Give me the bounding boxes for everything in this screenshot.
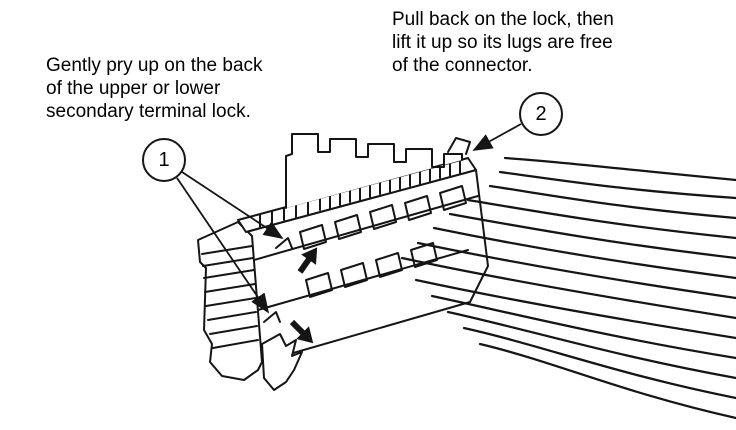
wire — [448, 212, 736, 260]
wire — [466, 198, 736, 240]
lower-lock-tab — [261, 333, 303, 391]
terminal-cavity — [299, 224, 327, 250]
lock-bar-ribs — [259, 160, 461, 228]
wire — [430, 294, 736, 360]
wire — [414, 278, 736, 340]
wire — [503, 156, 736, 182]
wire — [478, 342, 736, 420]
lock-lug — [447, 137, 471, 155]
pry-arrows — [289, 247, 318, 344]
wire — [416, 241, 736, 300]
instruction-right: Pull back on the lock, then lift it up s… — [392, 9, 614, 76]
terminal-cavity — [439, 185, 467, 211]
wire — [432, 226, 736, 280]
callout-2-number: 2 — [535, 102, 547, 125]
wire — [462, 326, 736, 400]
terminal-row-line — [253, 195, 479, 261]
wire — [446, 310, 736, 380]
end-cap-ribs — [201, 245, 259, 349]
callout-1-leader-lower — [176, 177, 270, 314]
pry-arrow-down-icon — [289, 319, 314, 344]
wire — [400, 256, 736, 320]
terminal-cavity — [334, 214, 362, 240]
terminal-cavity — [404, 195, 432, 221]
terminal-row-line — [257, 249, 469, 311]
connector-end-cap — [197, 221, 263, 381]
callout-1-leader-upper — [181, 171, 284, 239]
wire — [498, 170, 736, 200]
terminal-cavity — [375, 252, 403, 278]
instruction-left: Gently pry up on the back of the upper o… — [46, 55, 263, 122]
terminal-cavity — [369, 204, 397, 230]
top-lock-tabs — [285, 133, 463, 209]
pry-arrow-up-icon — [297, 247, 318, 274]
callout-2-leader — [472, 123, 522, 151]
callout-2: 2 — [519, 92, 563, 136]
connector-body — [197, 133, 489, 391]
callout-leaders — [176, 123, 522, 314]
wire-harness — [400, 156, 736, 420]
terminal-cavity — [305, 272, 333, 298]
callout-1: 1 — [142, 138, 186, 182]
callout-1-number: 1 — [158, 148, 170, 171]
terminal-cavity — [340, 262, 368, 288]
upper-pry-tab — [275, 237, 293, 249]
wire — [488, 184, 736, 220]
lower-pry-tab — [263, 311, 281, 323]
